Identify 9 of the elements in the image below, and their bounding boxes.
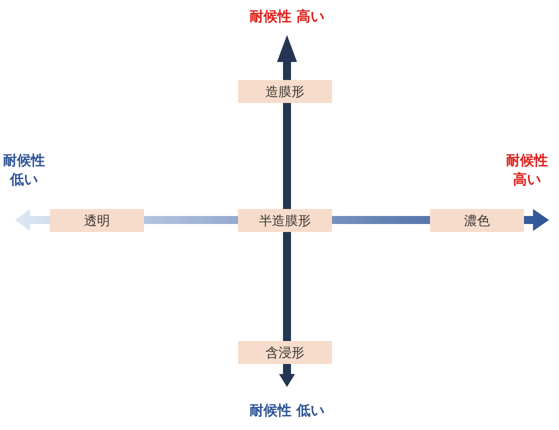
category-label: 含浸形 bbox=[238, 341, 332, 364]
axis-end-label: 耐候性 高い bbox=[248, 8, 326, 27]
category-label: 透明 bbox=[50, 209, 144, 232]
axis-end-label: 耐候性 低い bbox=[248, 402, 326, 421]
category-label: 造膜形 bbox=[238, 80, 332, 103]
category-label: 半造膜形 bbox=[238, 209, 332, 232]
category-label: 濃色 bbox=[430, 209, 524, 232]
axis-end-label: 耐候性低い bbox=[3, 152, 45, 190]
axis-end-label: 耐候性高い bbox=[506, 152, 548, 190]
